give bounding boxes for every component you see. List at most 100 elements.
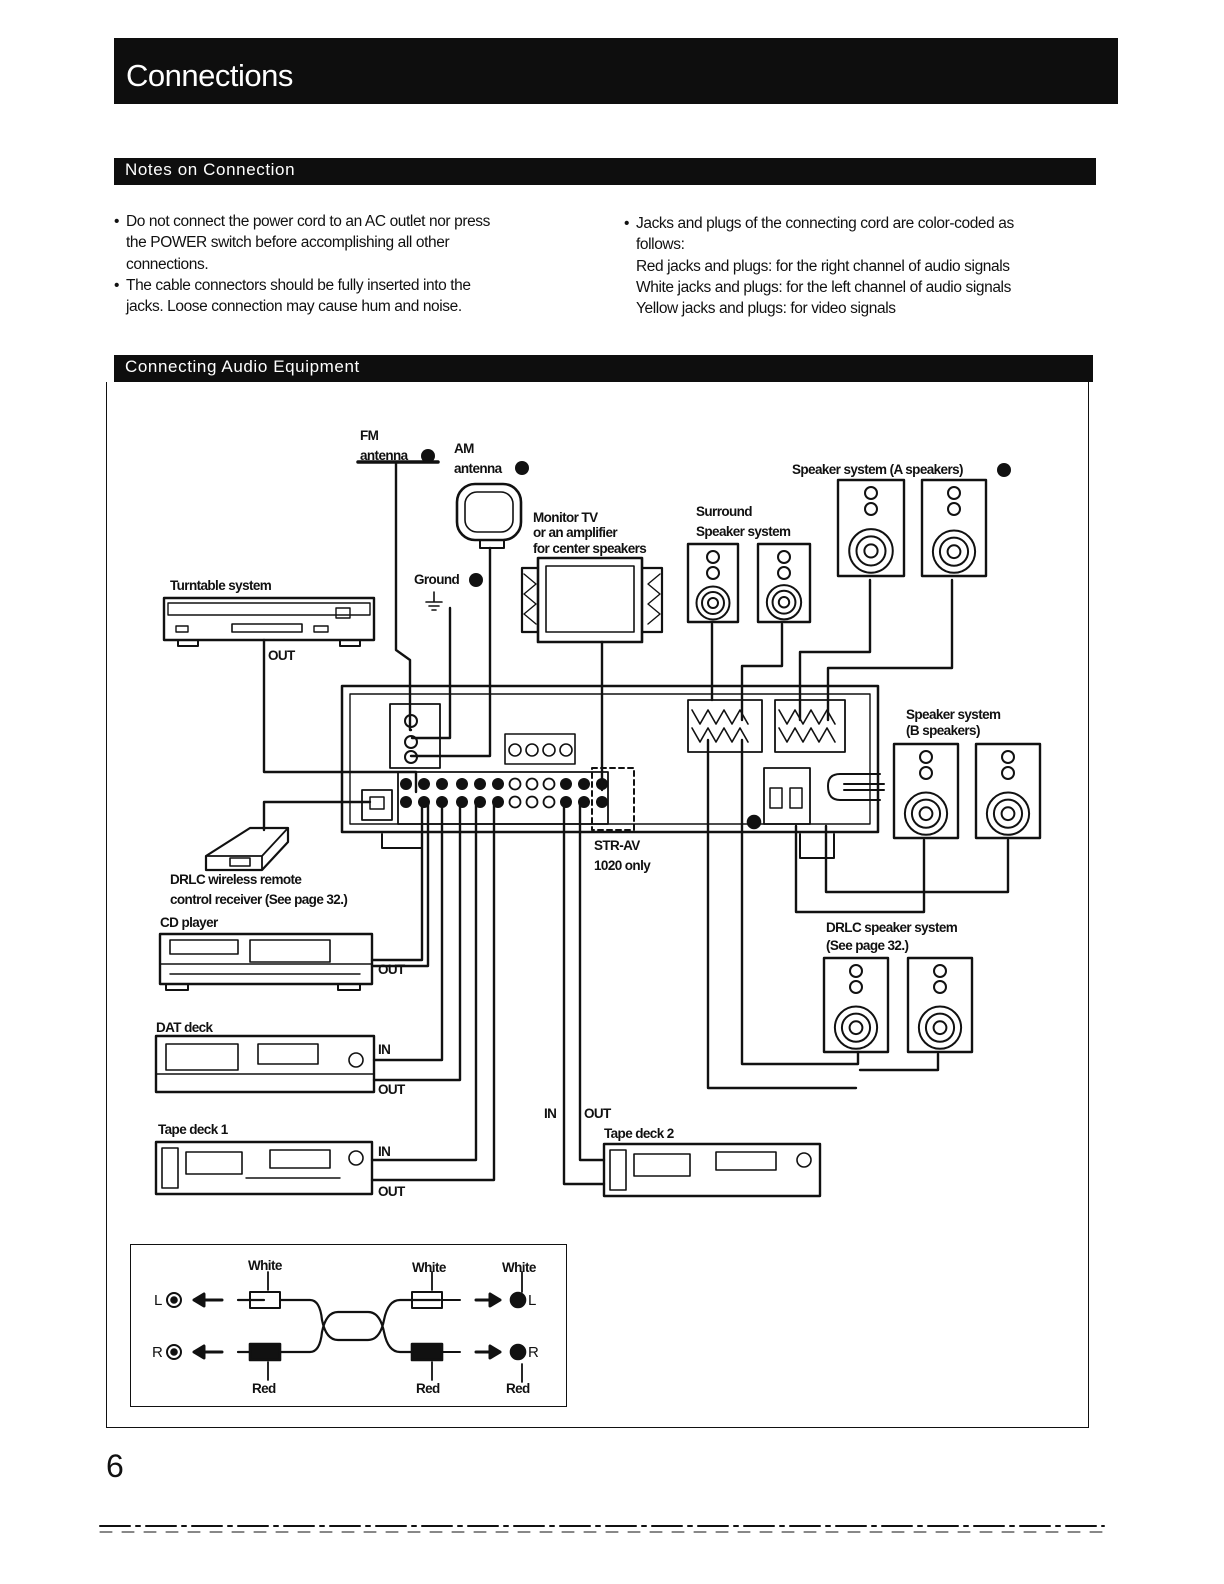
tape-deck-1 — [154, 802, 496, 1196]
page-title-bar: Connections — [114, 38, 1118, 104]
cable-legend-box — [130, 1244, 567, 1407]
drlc-receiver — [204, 800, 372, 872]
tape-deck-2-label: Tape deck 2 — [604, 1126, 674, 1141]
receiver-jack — [525, 777, 539, 791]
surround-speaker-left — [686, 542, 740, 624]
fm-antenna-label-1: FM — [360, 428, 379, 443]
receiver-jack — [456, 796, 468, 808]
legend-l-right: L — [528, 1292, 536, 1309]
page-title: Connections — [126, 58, 293, 93]
drlc-label-1: DRLC wireless remote — [170, 872, 302, 887]
receiver-jack — [436, 796, 448, 808]
receiver-unit — [340, 684, 885, 859]
notes-section-title: Notes on Connection — [125, 160, 296, 179]
receiver-jack — [560, 778, 572, 790]
tape1-in-label: IN — [378, 1144, 391, 1159]
receiver-jack — [578, 778, 590, 790]
tape1-out-label: OUT — [378, 1184, 405, 1199]
surround-label-2: Speaker system — [696, 524, 791, 539]
dat-in-label: IN — [378, 1042, 391, 1057]
receiver-jack — [508, 777, 522, 791]
receiver-jack — [400, 796, 412, 808]
drlc-speaker-right — [906, 956, 974, 1054]
str-av-label-1: STR-AV — [594, 838, 640, 853]
receiver-jack — [542, 795, 556, 809]
speaker-a-label: Speaker system (A speakers) — [792, 462, 964, 477]
turntable — [162, 596, 418, 794]
drlc-speaker-left — [822, 956, 890, 1054]
note-1-line-2: the POWER switch before accomplishing al… — [126, 234, 450, 252]
turntable-out-label: OUT — [268, 648, 295, 663]
receiver-jack — [492, 778, 504, 790]
receiver-jack-row — [400, 777, 608, 809]
note-3-line-4: White jacks and plugs: for the left chan… — [636, 278, 1011, 296]
str-av-label-2: 1020 only — [594, 858, 651, 873]
dat-deck — [154, 802, 462, 1094]
legend-red-2: Red — [416, 1381, 440, 1396]
label-dots — [421, 449, 1011, 587]
note-bullet-3: • Jacks and plugs of the connecting cord… — [624, 215, 1014, 318]
speaker-a-left — [836, 478, 906, 578]
ground-symbol — [410, 591, 452, 740]
page-number: 6 — [106, 1448, 124, 1484]
audio-section-header: Connecting Audio Equipment — [114, 355, 1093, 382]
speaker-b-right — [974, 742, 1042, 840]
drlc-speaker-label-2: (See page 32.) — [826, 938, 909, 953]
speaker-b-label-1: Speaker system — [906, 707, 1001, 722]
legend-red-3: Red — [506, 1381, 530, 1396]
note-2-line-2: jacks. Loose connection may cause hum an… — [126, 298, 462, 316]
speaker-b-label-2: (B speakers) — [906, 723, 980, 738]
note-1-line-3: connections. — [126, 255, 209, 273]
legend-white-3: White — [502, 1260, 536, 1275]
legend-white-1: White — [248, 1258, 282, 1273]
speaker-a-right — [920, 478, 988, 578]
speaker-b-left — [892, 742, 960, 840]
ground-label: Ground — [414, 572, 460, 587]
cd-player — [158, 802, 430, 991]
note-3-line-2: follows: — [636, 236, 685, 254]
tape2-in-label: IN — [544, 1106, 557, 1121]
cd-player-label: CD player — [160, 915, 218, 930]
receiver-jack — [474, 778, 486, 790]
am-antenna-label-1: AM — [454, 441, 474, 456]
monitor-tv — [520, 556, 664, 792]
receiver-jack — [400, 778, 412, 790]
note-bullet-2: • The cable connectors should be fully i… — [114, 276, 471, 316]
receiver-jack — [542, 777, 556, 791]
dat-out-label: OUT — [378, 1082, 405, 1097]
note-3-line-5: Yellow jacks and plugs: for video signal… — [636, 300, 896, 318]
legend-r-left: R — [152, 1344, 163, 1361]
diagram-frame — [106, 382, 1089, 1428]
receiver-jack — [596, 796, 608, 808]
receiver-jack — [560, 796, 572, 808]
note-3-line-1: Jacks and plugs of the connecting cord a… — [636, 215, 1014, 232]
notes-left-column: • Do not connect the power cord to an AC… — [114, 211, 594, 317]
legend-r-right: R — [528, 1344, 539, 1361]
monitor-label-2: or an amplifier — [533, 525, 618, 540]
legend-l-left: L — [154, 1292, 162, 1309]
receiver-jack — [418, 778, 430, 790]
speaker-cabinets — [686, 478, 1042, 1054]
cd-out-label: OUT — [378, 962, 405, 977]
tape-deck-2 — [562, 802, 822, 1198]
tape-deck-1-label: Tape deck 1 — [158, 1122, 228, 1137]
surround-label-1: Surround — [696, 504, 753, 519]
dat-deck-label: DAT deck — [156, 1020, 213, 1035]
am-antenna-label-2: antenna — [454, 461, 502, 476]
note-1-line-1: Do not connect the power cord to an AC o… — [126, 213, 491, 230]
notes-right-column: • Jacks and plugs of the connecting cord… — [624, 213, 1104, 319]
turntable-label: Turntable system — [170, 578, 272, 593]
speaker-wires — [706, 578, 1010, 1090]
drlc-label-2: control receiver (See page 32.) — [170, 892, 348, 907]
note-bullet-1: • Do not connect the power cord to an AC… — [114, 213, 491, 273]
legend-white-2: White — [412, 1260, 446, 1275]
fm-antenna — [356, 460, 440, 732]
receiver-jack — [508, 795, 522, 809]
fm-antenna-label-2: antenna — [360, 448, 408, 463]
monitor-label-1: Monitor TV — [533, 510, 598, 525]
receiver-jack — [525, 795, 539, 809]
legend-cable — [166, 1271, 527, 1383]
receiver-jack — [436, 778, 448, 790]
legend-red-1: Red — [252, 1381, 276, 1396]
